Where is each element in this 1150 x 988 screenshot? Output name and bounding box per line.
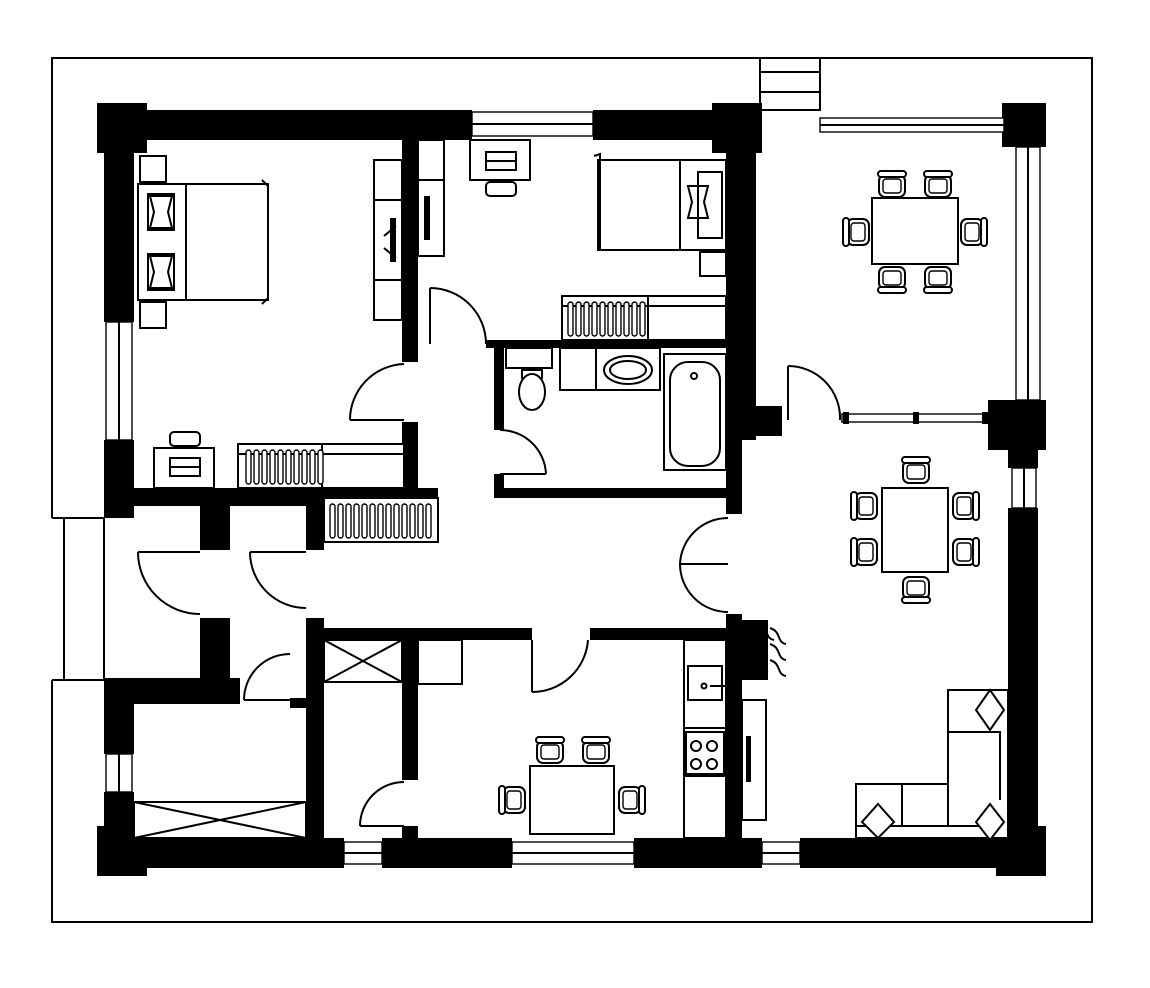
- living-room: [855, 487, 1009, 842]
- radiator-fins: [329, 503, 432, 539]
- window-bottom-3: [761, 841, 801, 865]
- window-bottom-2: [511, 841, 635, 865]
- chair: [901, 456, 931, 484]
- chair: [877, 170, 907, 198]
- radiator-fins: [245, 449, 324, 485]
- chair: [923, 170, 953, 198]
- door-bedroom2: [429, 287, 487, 345]
- nightstand: [139, 155, 167, 183]
- wardrobe-2: [417, 139, 445, 257]
- interior-walls: [104, 110, 782, 868]
- toilet: [518, 369, 546, 411]
- sunroom-table: [871, 197, 959, 265]
- door-sunroom: [787, 365, 842, 421]
- tv-unit: [741, 699, 767, 821]
- nightstand: [139, 301, 167, 329]
- fireplace: [757, 623, 787, 677]
- chair: [850, 491, 878, 521]
- sink: [595, 347, 661, 391]
- bathroom: [505, 347, 727, 471]
- door-entrance: [137, 551, 201, 615]
- door-hall: [249, 551, 307, 609]
- door-bedroom1: [349, 363, 405, 421]
- chair: [581, 736, 611, 764]
- shelf-cross: [133, 801, 307, 839]
- window-storage-left: [105, 753, 133, 793]
- sunroom: [871, 197, 959, 265]
- door-bathroom: [499, 428, 547, 475]
- sunroom-glazing: [819, 117, 1041, 424]
- door-pantry: [359, 781, 405, 827]
- chair: [877, 266, 907, 294]
- desk-2: [469, 139, 531, 197]
- window-bedroom1-left: [105, 321, 133, 441]
- doors: [137, 287, 842, 827]
- bathtub: [663, 353, 727, 471]
- nightstand: [699, 251, 727, 277]
- chair: [952, 537, 980, 567]
- chairs: [498, 170, 988, 815]
- windows: [105, 111, 1041, 865]
- stove: [685, 731, 725, 775]
- storage: [133, 639, 403, 839]
- chair: [618, 785, 646, 815]
- bedroom-1: [137, 155, 405, 489]
- chair: [498, 785, 526, 815]
- window-bedroom2-top: [471, 111, 594, 137]
- window-bottom-1: [343, 841, 383, 865]
- chair: [901, 576, 931, 604]
- double-bed-2: [593, 152, 727, 251]
- chair: [923, 266, 953, 294]
- chair: [952, 491, 980, 521]
- door-storage: [243, 653, 291, 701]
- living-table: [881, 487, 949, 573]
- corner-sofa: [855, 688, 1009, 842]
- door-living-double: [678, 516, 729, 613]
- chair: [535, 736, 565, 764]
- kitchen-sink: [687, 665, 726, 701]
- chair: [842, 217, 870, 247]
- wardrobe: [373, 159, 403, 321]
- kitchen: [417, 639, 767, 839]
- radiator-fins: [567, 301, 646, 337]
- chair: [960, 217, 988, 247]
- fridge: [417, 639, 463, 685]
- kitchen-table: [529, 765, 615, 835]
- desk: [153, 431, 215, 489]
- double-bed: [137, 179, 269, 305]
- door-kitchen: [531, 639, 589, 694]
- shelf-cross-2: [323, 639, 403, 683]
- chair: [850, 537, 878, 567]
- terrace-outline: [51, 57, 1093, 923]
- window-living-right: [1011, 467, 1037, 509]
- toilet-tank: [505, 347, 553, 369]
